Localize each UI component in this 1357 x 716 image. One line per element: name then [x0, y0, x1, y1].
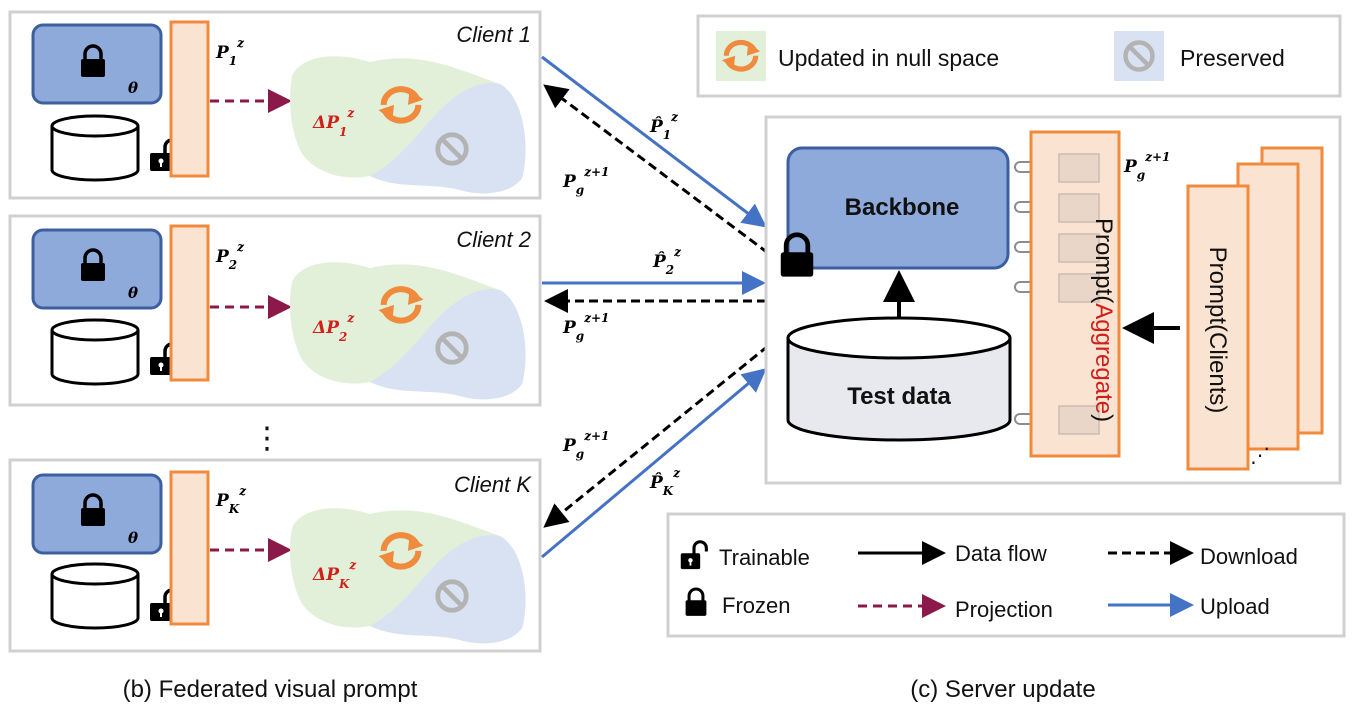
upload-arrow-client-1: [541, 55, 767, 228]
client-prompt-bar: [169, 20, 210, 178]
client-prompt-stack-front: [1186, 184, 1250, 471]
client-panel-1: θ P1z ΔP1z Client 1: [8, 10, 542, 200]
top-legend-border: [696, 14, 1342, 98]
theta-label: θ: [128, 79, 138, 97]
client-panel-2: θ P2z ΔP2z Client 2: [8, 214, 542, 407]
database-icon: [50, 562, 140, 630]
server-backbone-box: [786, 146, 1010, 270]
aggregate-prompt-label: Prompt(Aggregate): [1090, 218, 1117, 422]
upload-arrow-client-k: [541, 368, 767, 559]
server-panel: Backbone Test data Prompt(Aggregate) P: [764, 115, 1342, 485]
top-legend: Updated in null space Preserved: [696, 14, 1342, 98]
upload-label-client-1: P̂1z: [649, 110, 679, 142]
download-label-client-k: Pgz+1: [562, 429, 609, 461]
download-label-client-1: Pgz+1: [562, 165, 609, 197]
caption-right: (c) Server update: [910, 676, 1095, 703]
database-icon: [50, 114, 140, 182]
prompt-clients-label: Prompt(Clients): [1204, 247, 1231, 414]
legend-download-label: Download: [1200, 544, 1298, 569]
client-title: Client 1: [456, 22, 531, 47]
stack-ellipsis: ⋰: [1250, 445, 1270, 467]
download-arrow-client-1: [543, 84, 769, 255]
bottom-legend: Trainable Frozen Data flow Projection Do…: [666, 512, 1346, 638]
download-arrow-client-k: [543, 344, 769, 528]
upload-label-client-2: P̂2z: [652, 245, 682, 277]
prompt-connectors: [1014, 161, 1030, 425]
client-prompt-bar: [169, 470, 210, 626]
client-delta-label: ΔPKz: [312, 558, 357, 591]
client-ellipsis: ⋮: [252, 422, 282, 455]
client-delta-label: ΔP2z: [312, 311, 355, 344]
legend-upload-label: Upload: [1200, 594, 1270, 619]
upload-label-client-k: P̂Kz: [649, 466, 681, 498]
client-prompt-label: P2z: [215, 240, 245, 272]
test-data-database: [786, 316, 1012, 442]
database-icon: [50, 318, 140, 386]
aggregate-prompt-symbol: Pgz+1: [1123, 150, 1170, 182]
client-delta-label: ΔP1z: [312, 106, 355, 139]
prompt-tokens: [1058, 153, 1100, 435]
bottom-legend-border: [666, 512, 1346, 638]
theta-label: θ: [128, 284, 138, 302]
test-data-label: Test data: [847, 383, 951, 410]
legend-trainable-label: Trainable: [719, 545, 810, 570]
backbone-label: Backbone: [845, 194, 960, 221]
client-prompt-label: P1z: [215, 36, 245, 68]
client-title: Client K: [454, 472, 532, 497]
legend-data-flow-label: Data flow: [955, 541, 1047, 566]
client-panel-k: θ PKz ΔPKz Client K: [8, 458, 542, 653]
legend-preserved-label: Preserved: [1180, 45, 1285, 71]
preserved-region: [370, 83, 526, 194]
legend-projection-label: Projection: [955, 597, 1053, 622]
communication-arrows: [541, 55, 769, 559]
client-prompt-label: PKz: [215, 484, 247, 516]
download-label-client-2: Pgz+1: [562, 311, 609, 343]
client-title: Client 2: [456, 227, 531, 252]
legend-updated-label: Updated in null space: [778, 45, 999, 71]
updated-swatch: [716, 31, 766, 81]
theta-label: θ: [128, 529, 138, 547]
legend-frozen-label: Frozen: [722, 593, 790, 618]
caption-left: (b) Federated visual prompt: [123, 676, 418, 703]
client-prompt-bar: [169, 224, 210, 382]
